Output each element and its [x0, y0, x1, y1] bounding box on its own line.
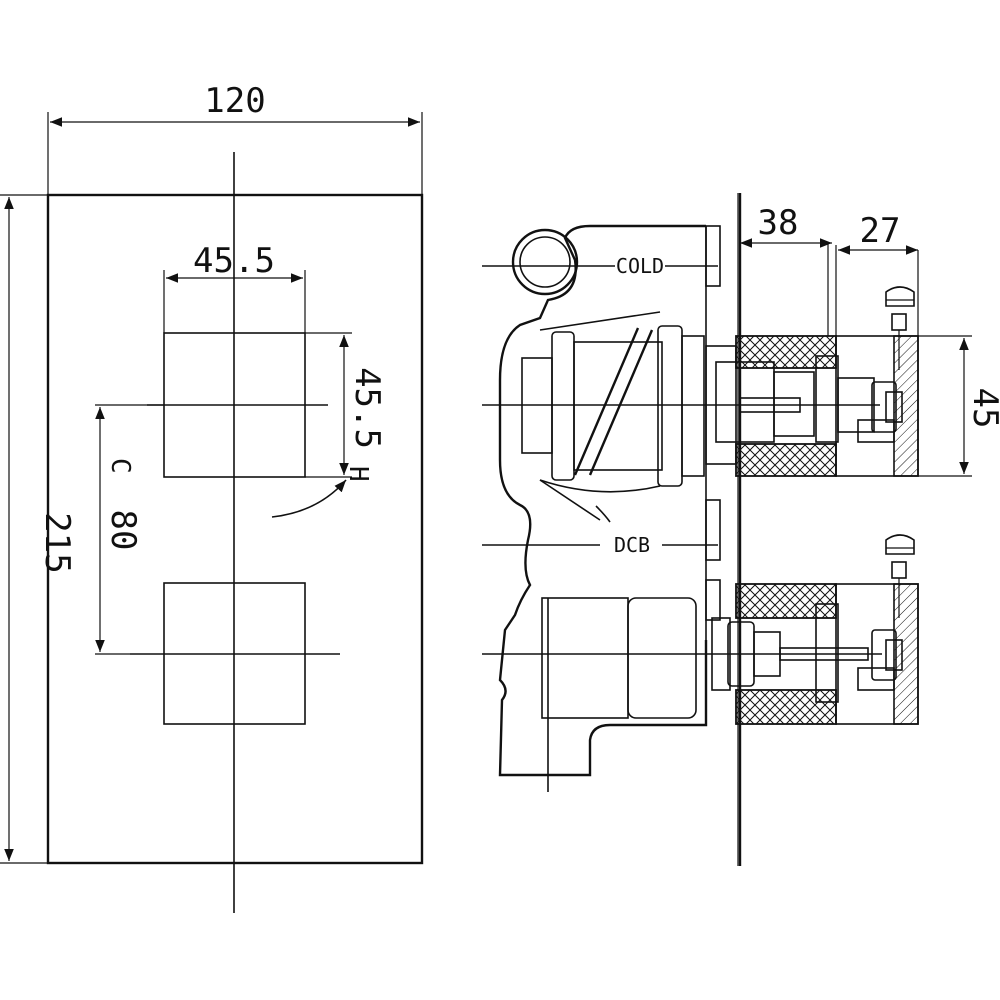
depth-dimensions: 38 27 [740, 203, 919, 336]
cold-inlet [511, 228, 579, 296]
upper-sleeve-bottom [735, 443, 837, 477]
handle-width-dim-text: 45.5 [193, 241, 275, 281]
handle-height-dimension: 45.5 [305, 332, 387, 478]
cold-mark: C [105, 458, 135, 474]
valve-body [498, 224, 708, 777]
handle-depth-dim-text: 45 [965, 388, 1000, 429]
depth-dim-38-text: 38 [758, 203, 799, 243]
centres-dim-text: 80 [103, 510, 143, 551]
hot-mark: H [343, 466, 373, 482]
handle-height-dim-text: 45.5 [347, 367, 387, 449]
label-cold: COLD [616, 254, 664, 278]
centres-dimension: C 80 [95, 404, 164, 655]
upper-grub-screw [885, 286, 915, 370]
handle-width-dimension: 45.5 [163, 241, 306, 333]
thermostatic-cartridge [521, 311, 705, 523]
front-view: 120 215 45.5 45.5 H [0, 81, 424, 913]
width-dim-text: 120 [204, 81, 265, 121]
faceplate-outline [46, 193, 424, 865]
side-view: COLD [482, 193, 1000, 866]
upper-spindle-assembly [705, 335, 919, 477]
depth-dim-27-text: 27 [860, 211, 901, 251]
handle-depth-dimension: 45 [918, 335, 1000, 477]
lower-sleeve-bottom [735, 689, 837, 725]
wall-side-bosses [705, 225, 721, 621]
width-dimension: 120 [47, 81, 423, 195]
label-dcb: DCB [614, 533, 650, 557]
lower-sleeve-top [735, 583, 837, 619]
height-dimension: 215 [0, 194, 77, 864]
lower-spindle-assembly [735, 583, 919, 725]
lower-handle-wall [893, 583, 919, 725]
upper-sleeve-top [735, 335, 837, 369]
lower-grub-screw [885, 534, 915, 618]
upper-handle-wall [893, 335, 919, 477]
height-dim-text: 215 [37, 512, 77, 573]
rotation-arrow [271, 479, 347, 518]
